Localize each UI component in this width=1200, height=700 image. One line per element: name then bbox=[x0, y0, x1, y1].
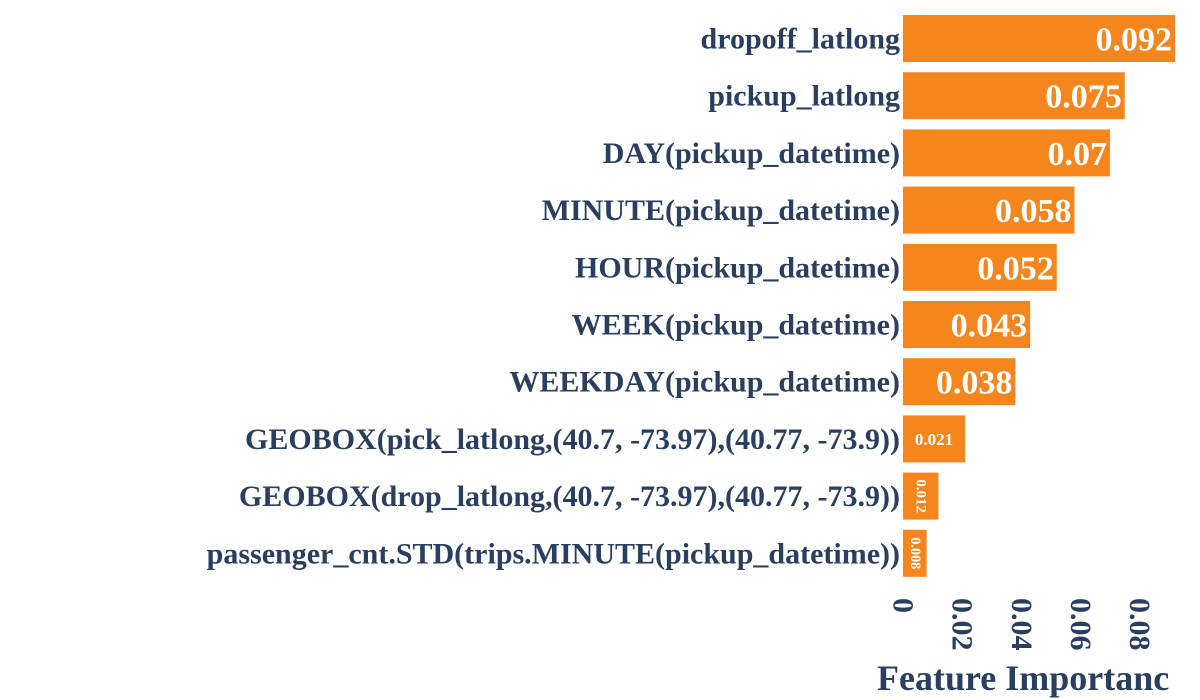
data-label: 0.012 bbox=[913, 479, 929, 513]
data-label: 0.038 bbox=[936, 365, 1013, 402]
x-tick-labels-group: 0 0.02 0.04 0.06 0.08 bbox=[887, 598, 1157, 651]
bar-day-pickup-datetime bbox=[903, 129, 1110, 177]
category-label: dropoff_latlong bbox=[701, 23, 900, 56]
data-label: 0.092 bbox=[1096, 22, 1173, 59]
x-tick-label: 0.02 bbox=[946, 598, 979, 651]
x-axis-title: Feature Importanc bbox=[877, 658, 1169, 698]
category-label: HOUR(pickup_datetime) bbox=[575, 251, 900, 284]
data-label: 0.008 bbox=[907, 537, 923, 569]
data-label: 0.075 bbox=[1045, 79, 1122, 116]
category-label: WEEK(pickup_datetime) bbox=[572, 309, 900, 342]
data-label: 0.043 bbox=[951, 308, 1028, 345]
category-label: passenger_cnt.STD(trips.MINUTE(pickup_da… bbox=[207, 537, 900, 570]
bars-group bbox=[903, 15, 1175, 577]
x-tick-label: 0.06 bbox=[1064, 598, 1097, 651]
category-labels-group: dropoff_latlong pickup_latlongDAY(pickup_… bbox=[207, 23, 900, 571]
bar-week-pickup-datetime bbox=[903, 301, 1031, 348]
bar-geobox-drop-latlong-40-7-73-97-40-77-73-9 bbox=[903, 472, 939, 520]
category-label: GEOBOX(pick_latlong,(40.7, -73.97),(40.7… bbox=[245, 423, 900, 456]
bar-dropoff-latlong bbox=[903, 15, 1175, 62]
category-label: WEEKDAY(pickup_datetime) bbox=[509, 366, 900, 399]
data-label: 0.058 bbox=[995, 193, 1072, 230]
bar-passenger-cnt-std-trips-minute-pickup-datetime bbox=[903, 529, 927, 577]
category-label: DAY(pickup_datetime) bbox=[603, 137, 900, 170]
bar-minute-pickup-datetime bbox=[903, 186, 1075, 234]
category-label: pickup_latlong bbox=[708, 80, 900, 113]
x-tick-label: 0.04 bbox=[1005, 598, 1038, 651]
x-tick-label: 0 bbox=[887, 598, 920, 613]
category-label: GEOBOX(drop_latlong,(40.7, -73.97),(40.7… bbox=[239, 480, 900, 513]
bar-geobox-pick-latlong-40-7-73-97-40-77-73-9 bbox=[903, 415, 966, 463]
bar-hour-pickup-datetime bbox=[903, 243, 1057, 291]
data-label: 0.07 bbox=[1047, 136, 1107, 173]
data-label: 0.052 bbox=[977, 250, 1054, 287]
category-label: MINUTE(pickup_datetime) bbox=[542, 194, 900, 227]
x-tick-label: 0.08 bbox=[1123, 598, 1156, 651]
bar-pickup-latlong bbox=[903, 72, 1125, 120]
data-label: 0.021 bbox=[915, 430, 953, 449]
data-labels-group: 0.092 0.075 0.07 0.058 0.052 0.043 0.038 0.021 0… bbox=[907, 22, 1172, 570]
bar-weekday-pickup-datetime bbox=[903, 358, 1016, 406]
